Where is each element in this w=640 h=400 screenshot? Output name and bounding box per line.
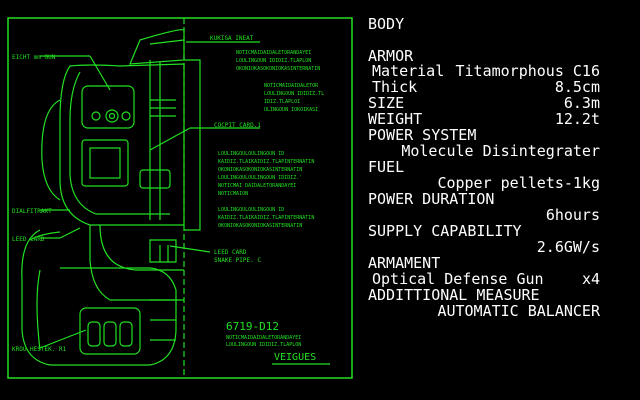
cockpit-window (81, 139, 129, 187)
spec-thick-value: 8.5cm (554, 78, 600, 96)
label-brand: VEIGUES (274, 352, 316, 363)
note-5-line-1: NOTICMAIDAIDALETORANDAYEI (226, 335, 301, 341)
spec-weight-label: WEIGHT (368, 110, 423, 128)
spec-panel: BODY ARMOR Material Titamorphous C16 Thi… (360, 0, 640, 400)
label-kukiga-ineat: KUKIGA INEAT (210, 35, 254, 42)
label-leed-card-left: LEED CARD (12, 236, 45, 243)
spec-armament-item: Optical Defense Gun (372, 270, 544, 288)
note-5-line-2: LOULINGOUN IDIDIZ.TLAPLON (226, 342, 301, 348)
spec-size-label: SIZE (368, 94, 405, 112)
mech-blueprint: EICHT mm GUN KUKIGA INEAT COCPIT CARD.1 … (7, 17, 353, 379)
note-2-line-1: NOTICMAIDAIDALETOR (264, 83, 319, 89)
label-krou-hestek: KROU HESTEK. R1 (12, 346, 67, 353)
spec-fuel-value: Copper pellets-1kg (437, 174, 600, 192)
spec-armor-heading: ARMOR (368, 47, 414, 65)
note-1-line-2: LOULINGOUN IDIDIZ.TLAPLON (236, 58, 311, 64)
spec-power-duration-value: 6hours (545, 206, 600, 224)
spec-armament-count: x4 (581, 270, 600, 288)
note-2-line-4: ULINGOUN IOKOIKASI (264, 107, 318, 113)
spec-power-duration-label: POWER DURATION (368, 190, 495, 208)
spec-additional-value: AUTOMATIC BALANCER (437, 302, 600, 320)
spec-armament-label: ARMAMENT (368, 254, 441, 272)
note-3-line-4: LOULINGOULOULINGOUN IDIDIZ.' (218, 175, 302, 181)
spec-material-label: Material (372, 62, 445, 80)
gun-port (81, 85, 135, 129)
note-3-line-6: NOTICMAION (218, 191, 248, 197)
note-1-line-3: OKONIOKASOKONIOKASINTERNATIN (236, 66, 320, 72)
label-eight-mm-gun: EICHT mm GUN (12, 54, 56, 61)
spec-size-value: 6.3m (563, 94, 600, 112)
note-3-line-2: KAIDIZ.TLAIKAIDIZ.TLAPINTERNATIN (218, 159, 314, 165)
mech-upper-body (59, 63, 185, 226)
label-leed-card-right: LEED CARD (214, 249, 247, 256)
label-cocpit-card: COCPIT CARD.1 (214, 122, 261, 129)
label-dialfitrakt: DIALFITRAKT (12, 208, 52, 215)
blueprint-frame (7, 17, 353, 379)
spec-weight-value: 12.2t (554, 110, 600, 128)
spec-thick-label: Thick (372, 78, 418, 96)
note-4-line-1: LOULINGOULOULINGOUN ID (218, 207, 284, 213)
note-4-line-3: OKONIOKASOKONIOKASINTERNATIN (218, 223, 302, 229)
spec-supply-capability-label: SUPPLY CAPABILITY (368, 222, 522, 240)
spec-power-system-label: POWER SYSTEM (368, 126, 477, 144)
label-model-number: 6719-D12 (226, 320, 279, 333)
mech-leg (21, 229, 177, 366)
spec-additional-label: ADDITTIONAL MEASURE (368, 286, 540, 304)
spec-material-value: Titamorphous C16 (455, 62, 601, 80)
spec-body-heading: BODY (368, 15, 405, 33)
note-3-line-3: OKONIOKASOKONIOKASINTERNATIN (218, 167, 302, 173)
spec-power-system-value: Molecule Disintegrater (401, 142, 600, 160)
note-2-line-3: IDIZ.TLAPLOI (264, 99, 300, 105)
note-4-line-2: KAIDIZ.TLAIKAIDIZ.TLAPINTERNATIN (218, 215, 314, 221)
label-snake-pipe: SNAKE PIPE. C (214, 257, 261, 264)
note-3-line-5: NOTICMAI DAIDALETORANDAYEI (218, 183, 296, 189)
note-1-line-1: NOTICMAIDAIDALETORANDAYEI (236, 50, 311, 56)
note-3-line-1: LOULINGOULOULINGOUN ID (218, 151, 284, 157)
note-2-line-2: LOULINGOUN IDIDIZ.TL (264, 91, 324, 97)
spec-fuel-label: FUEL (368, 158, 405, 176)
spec-supply-capability-value: 2.6GW/s (536, 238, 600, 256)
